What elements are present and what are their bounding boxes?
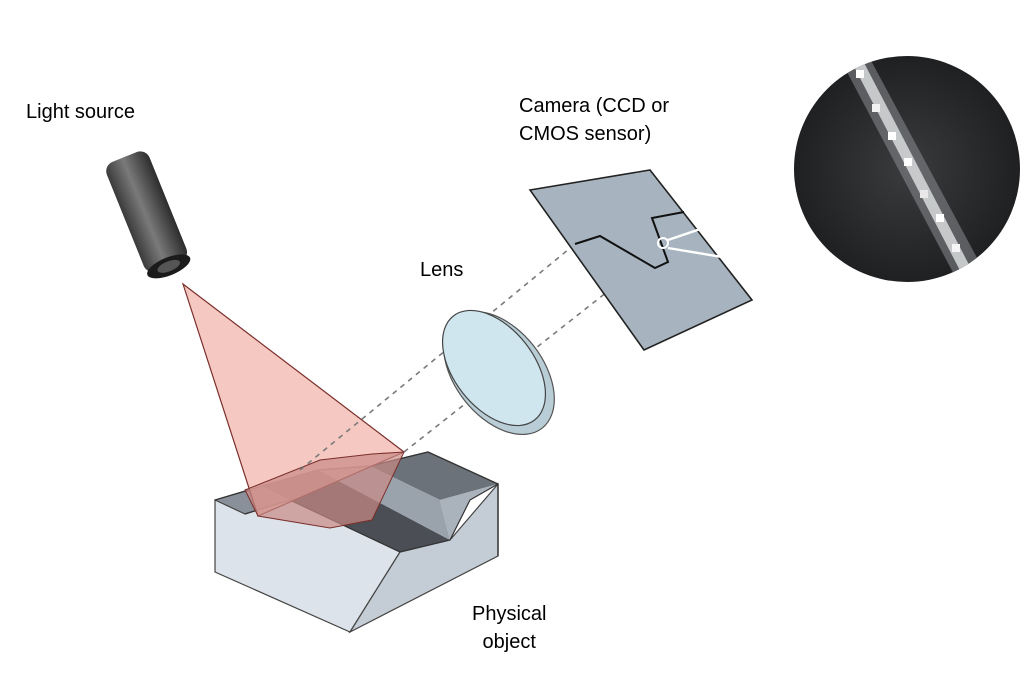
zoom-pixel-1 — [856, 70, 864, 78]
light-source-label: Light source — [26, 98, 135, 126]
camera-label-line1: Camera (CCD or — [519, 95, 670, 117]
zoom-pixel-7 — [952, 244, 960, 252]
camera-sensor — [528, 169, 831, 352]
zoom-pixel-6 — [936, 214, 944, 222]
zoom-pixels — [838, 56, 990, 282]
ray-upper — [299, 239, 581, 471]
lens-face — [441, 309, 547, 427]
zoom-pixel-3 — [888, 132, 896, 140]
object-top-back — [370, 452, 498, 500]
light-source-body — [106, 151, 188, 272]
physical-object-label-line2: object — [482, 631, 536, 653]
lens-label-text: Lens — [420, 259, 464, 281]
light-source-lens-ring — [157, 259, 181, 273]
laser-sheet — [181, 282, 406, 529]
zoom-pixel-4 — [904, 158, 912, 166]
light-source-label-text: Light source — [26, 101, 135, 123]
sensor-profile-line — [574, 211, 685, 270]
magnified-view — [794, 56, 1020, 282]
camera-label: Camera (CCD or CMOS sensor) — [519, 92, 669, 148]
zoom-pixel-2 — [872, 104, 880, 112]
groove-wall-ramp — [440, 484, 498, 540]
light-source-icon — [106, 151, 191, 279]
laser-line-on-object — [244, 451, 405, 529]
object-side-face — [348, 482, 499, 634]
zoom-callout-line-lower — [667, 246, 831, 277]
lens-label: Lens — [420, 256, 463, 284]
physical-object-label: Physical object — [472, 600, 546, 656]
sensor-zoom-marker — [657, 237, 669, 249]
camera-label-line2: CMOS sensor) — [519, 123, 652, 145]
physical-object-label-line1: Physical — [472, 603, 547, 625]
zoom-bright-band-inner — [848, 56, 978, 282]
zoom-pixel-5 — [920, 190, 928, 198]
lens-icon — [441, 309, 555, 436]
